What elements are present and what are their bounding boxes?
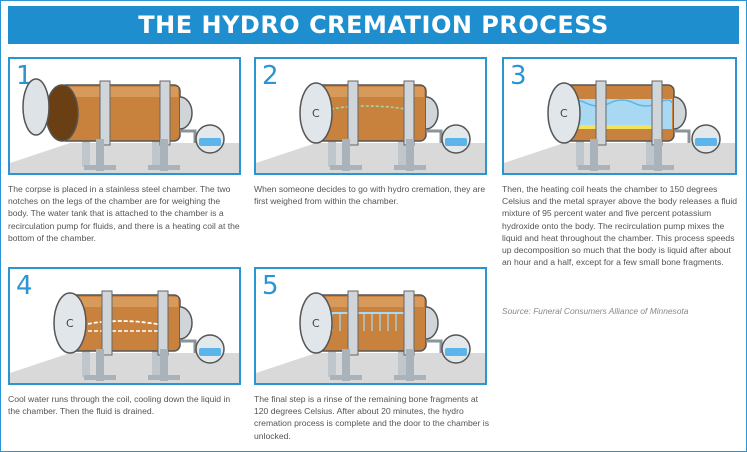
source-credit: Source: Funeral Consumers Alliance of Mi…	[502, 306, 689, 316]
step-4-description: Cool water runs through the coil, coolin…	[8, 394, 231, 417]
svg-text:C: C	[312, 107, 320, 120]
chamber-weighing-illustration: C	[256, 80, 485, 173]
step-2-description: When someone decides to go with hydro cr…	[254, 184, 486, 207]
svg-text:C: C	[312, 317, 320, 330]
chamber-rinse-illustration: C	[256, 290, 485, 383]
page-title: THE HYDRO CREMATION PROCESS	[8, 6, 739, 44]
chamber-open-door-illustration	[10, 78, 239, 173]
svg-text:C: C	[66, 317, 74, 330]
step-4-panel: 4 C	[8, 267, 241, 385]
step-3-panel: 3 C	[502, 57, 737, 175]
step-number: 4	[16, 271, 33, 301]
step-1-panel: 1	[8, 57, 241, 175]
step-5-description: The final step is a rinse of the remaini…	[254, 394, 490, 441]
step-number: 5	[262, 271, 279, 301]
chamber-heating-illustration: C	[504, 80, 735, 173]
step-5-panel: 5 C	[254, 267, 487, 385]
chamber-cooling-illustration: C	[10, 290, 239, 383]
step-1-description: The corpse is placed in a stainless stee…	[8, 184, 240, 243]
step-number: 2	[262, 61, 279, 91]
svg-text:C: C	[560, 107, 568, 120]
step-number: 3	[510, 61, 527, 91]
step-3-description: Then, the heating coil heats the chamber…	[502, 184, 738, 268]
step-2-panel: 2 C	[254, 57, 487, 175]
